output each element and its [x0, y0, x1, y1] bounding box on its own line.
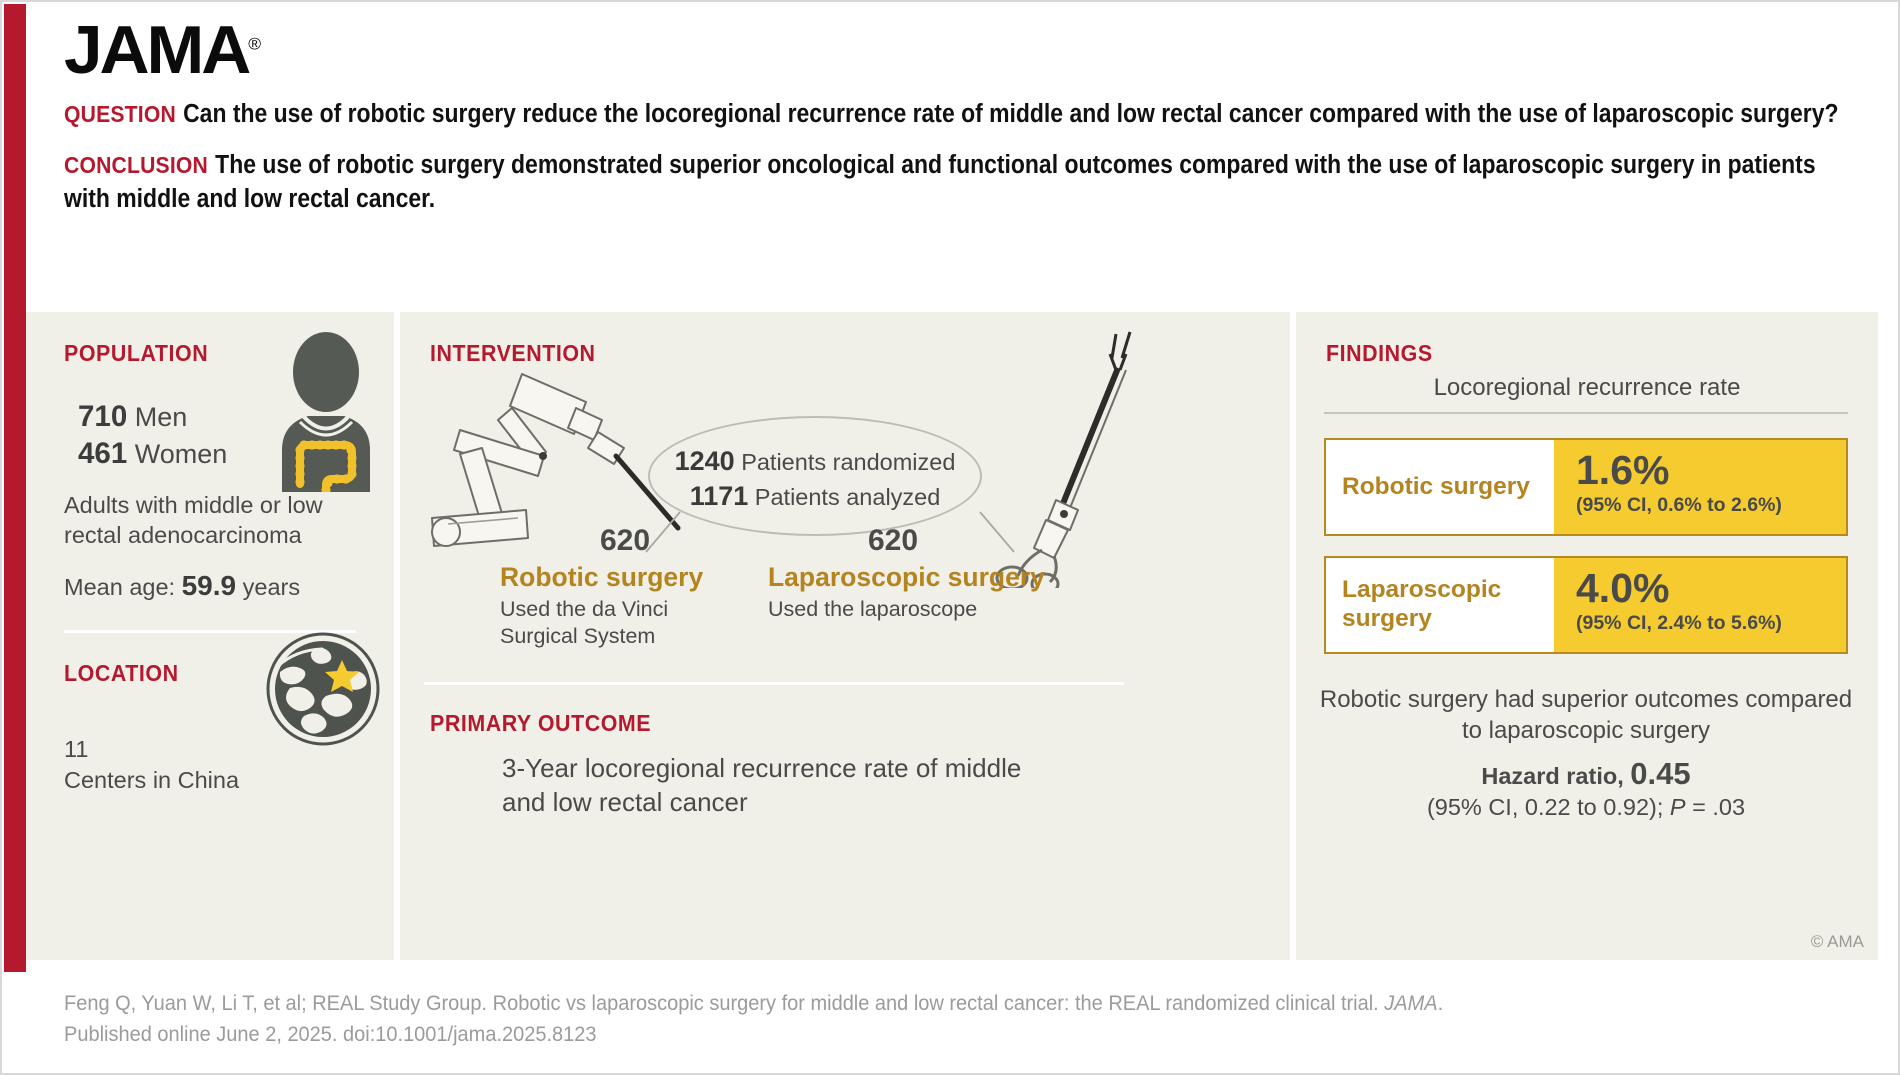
arm-robotic-n: 620: [600, 524, 651, 557]
population-description: Adults with middle or low rectal adenoca…: [64, 492, 323, 549]
globe-icon: [266, 632, 380, 746]
intervention-outcome-divider: [424, 682, 1124, 685]
jama-logo: JAMA®: [64, 16, 261, 84]
location-label: Centers in China: [64, 766, 240, 793]
arm-laparoscopic-n: 620: [868, 524, 919, 557]
findings-heading: FINDINGS: [1326, 340, 1433, 366]
arm-robotic-detail: Used the da Vinci Surgical System: [500, 597, 669, 649]
analyzed-count: 1171: [689, 481, 749, 512]
analyzed-label: Patients analyzed: [754, 484, 941, 511]
jama-logo-text: JAMA: [64, 12, 251, 88]
population-location-divider: [64, 630, 356, 633]
hazard-ratio-ci: (95% CI, 0.22 to 0.92);: [1426, 794, 1670, 820]
copyright-notice: © AMA: [1810, 932, 1864, 951]
randomization-connector-lines: [645, 511, 1015, 553]
findings-row-laparoscopic-value-cell: 4.0% (95% CI, 2.4% to 5.6%): [1554, 558, 1846, 652]
randomized-label: Patients randomized: [741, 449, 956, 475]
conclusion-text: The use of robotic surgery demonstrated …: [64, 150, 1816, 213]
findings-heading-wrap: FINDINGS: [1326, 340, 1441, 367]
laparoscope-icon: [995, 331, 1132, 588]
question-text: Can the use of robotic surgery reduce th…: [183, 100, 1839, 128]
women-count: 461: [78, 437, 128, 471]
men-count: 710: [78, 400, 128, 433]
robotic-arm-icon: [431, 373, 681, 547]
randomization-text: 1240 Patients randomized 1171 Patients a…: [650, 444, 980, 514]
mean-age-value: 59.9: [181, 570, 237, 601]
women-row: 461 Women: [78, 435, 227, 472]
question-label: QUESTION: [64, 101, 176, 127]
findings-row-laparoscopic-label-cell: Laparoscopic surgery: [1326, 558, 1554, 652]
question-paragraph: QUESTION Can the use of robotic surgery r…: [64, 98, 1865, 132]
findings-row-robotic-label: Robotic surgery: [1342, 472, 1530, 500]
findings-row-laparoscopic-ci: (95% CI, 2.4% to 5.6%): [1576, 612, 1782, 634]
population-heading: POPULATION: [64, 340, 209, 366]
findings-row-laparoscopic-label: Laparoscopic surgery: [1342, 576, 1502, 632]
population-heading-wrap: POPULATION: [64, 340, 219, 367]
citation-authors-title: Feng Q, Yuan W, Li T, et al; REAL Study …: [64, 991, 1385, 1015]
conclusion-label: CONCLUSION: [64, 151, 208, 178]
population-counts: 710 Men 461 Women: [78, 398, 227, 472]
location-count: 11: [64, 736, 89, 762]
primary-outcome-text: 3-Year locoregional recurrence rate of m…: [502, 753, 1022, 817]
citation-journal: JAMA: [1384, 991, 1438, 1015]
mean-age-unit: years: [242, 574, 301, 600]
primary-outcome-heading: PRIMARY OUTCOME: [430, 710, 652, 736]
panels-row: POPULATION: [26, 312, 1878, 960]
findings-row-robotic-value: 1.6%: [1576, 447, 1670, 493]
intervention-heading: INTERVENTION: [430, 340, 596, 366]
intervention-panel: INTERVENTION: [400, 312, 1290, 960]
citation-line-1: Feng Q, Yuan W, Li T, et al; REAL Study …: [64, 988, 1854, 1019]
location-count-wrap: 11 Centers in China: [64, 734, 239, 795]
randomized-count: 1240: [674, 446, 735, 476]
findings-row-robotic-value-cell: 1.6% (95% CI, 0.6% to 2.6%): [1554, 440, 1846, 534]
hazard-ratio-label: Hazard ratio,: [1481, 763, 1624, 789]
registered-trademark-icon: ®: [248, 34, 262, 54]
citation-footer: Feng Q, Yuan W, Li T, et al; REAL Study …: [64, 988, 1854, 1049]
findings-row-robotic-ci: (95% CI, 0.6% to 2.6%): [1576, 494, 1782, 516]
men-row: 710 Men: [78, 398, 227, 435]
primary-outcome-heading-wrap: PRIMARY OUTCOME: [430, 710, 668, 737]
findings-rule: [1324, 412, 1848, 414]
women-label: Women: [134, 439, 228, 470]
arm-laparoscopic-detail: Used the laparoscope: [768, 597, 978, 621]
population-panel: POPULATION: [26, 312, 394, 960]
citation-line-2: Published online June 2, 2025. doi:10.10…: [64, 1021, 597, 1046]
hazard-ratio-value: 0.45: [1630, 756, 1691, 791]
header: JAMA® QUESTION Can the use of robotic sur…: [64, 16, 1864, 217]
mean-age-label: Mean age:: [64, 574, 176, 600]
person-with-colon-icon: [282, 332, 370, 492]
p-value: = .03: [1685, 794, 1746, 820]
findings-row-laparoscopic-value: 4.0%: [1576, 565, 1670, 611]
citation-period: .: [1437, 991, 1444, 1015]
arm-robotic-label: Robotic surgery: [500, 562, 704, 592]
findings-row-robotic-label-cell: Robotic surgery: [1326, 440, 1554, 534]
analyzed-row: 1171 Patients analyzed: [650, 479, 980, 514]
findings-row-laparoscopic: Laparoscopic surgery 4.0% (95% CI, 2.4% …: [1324, 556, 1848, 654]
men-label: Men: [134, 402, 188, 432]
p-symbol: P: [1669, 794, 1686, 820]
question-block: QUESTION Can the use of robotic surgery r…: [64, 98, 1864, 132]
intervention-heading-wrap: INTERVENTION: [430, 340, 608, 367]
findings-panel: FINDINGS Locoregional recurrence rate Ro…: [1296, 312, 1878, 960]
randomization-ellipse: 1240 Patients randomized 1171 Patients a…: [648, 416, 982, 536]
location-heading: LOCATION: [64, 660, 179, 686]
randomized-row: 1240 Patients randomized: [650, 444, 980, 479]
findings-conclusion: Robotic surgery had superior outcomes co…: [1319, 686, 1853, 745]
left-accent-bar: [4, 4, 26, 972]
findings-subtitle: Locoregional recurrence rate: [1433, 374, 1741, 401]
arm-laparoscopic-label: Laparoscopic surgery: [768, 562, 1045, 592]
hazard-ratio-ci-row: (95% CI, 0.22 to 0.92); P = .03: [1310, 794, 1862, 821]
hazard-ratio-row: Hazard ratio, 0.45: [1310, 756, 1862, 792]
mean-age-row: Mean age: 59.9 years: [64, 570, 300, 602]
location-heading-wrap: LOCATION: [64, 660, 187, 687]
findings-row-robotic: Robotic surgery 1.6% (95% CI, 0.6% to 2.…: [1324, 438, 1848, 536]
